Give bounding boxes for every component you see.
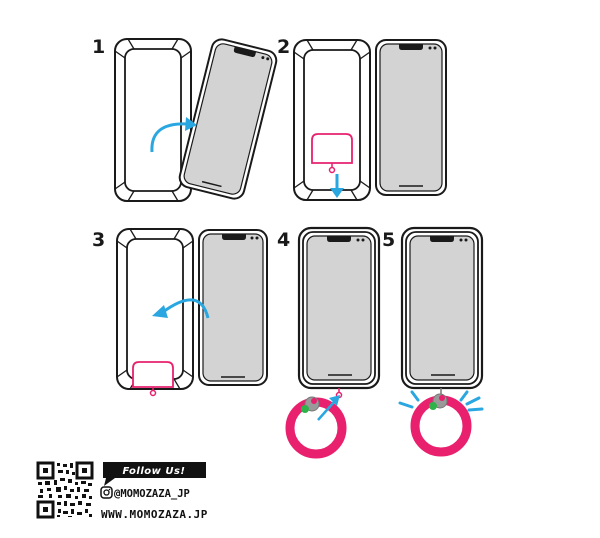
step-number-3: 3 — [92, 229, 105, 251]
instagram-handle-link[interactable]: @MOMOZAZA_JP — [114, 488, 190, 500]
qr-code-icon[interactable] — [36, 461, 94, 519]
strap-plate-2 — [311, 133, 353, 174]
follow-us-badge[interactable]: Follow Us! — [103, 462, 206, 486]
phone-in-case-5 — [400, 226, 484, 390]
phone-case-1 — [114, 38, 192, 202]
follow-us-label: Follow Us! — [122, 466, 185, 477]
down-arrow-icon — [330, 188, 344, 198]
phone-case-3 — [116, 228, 194, 390]
click-burst-icon — [398, 390, 484, 412]
step-number-2: 2 — [277, 36, 290, 58]
arrowhead-left — [152, 305, 168, 318]
phone-tilted-1 — [178, 38, 278, 200]
phone-2 — [375, 39, 447, 196]
step-number-5: 5 — [382, 229, 395, 251]
step-number-1: 1 — [92, 36, 105, 58]
strap-plate-3 — [132, 361, 174, 397]
curved-arrow-back-icon — [162, 298, 210, 319]
arrowhead — [185, 117, 197, 131]
attach-arrow-shaft — [317, 401, 335, 421]
strap-ring-attached-icon — [410, 388, 472, 457]
strap-ring-icon — [285, 388, 347, 459]
phone-in-case-4 — [297, 226, 381, 390]
curved-arrow-icon — [150, 122, 189, 153]
instagram-icon — [100, 486, 113, 499]
attach-arrow-icon — [329, 395, 340, 406]
step-number-4: 4 — [277, 229, 290, 251]
website-link[interactable]: WWW.MOMOZAZA.JP — [101, 508, 208, 521]
phone-case-2 — [293, 39, 371, 201]
phone-3 — [198, 229, 268, 386]
